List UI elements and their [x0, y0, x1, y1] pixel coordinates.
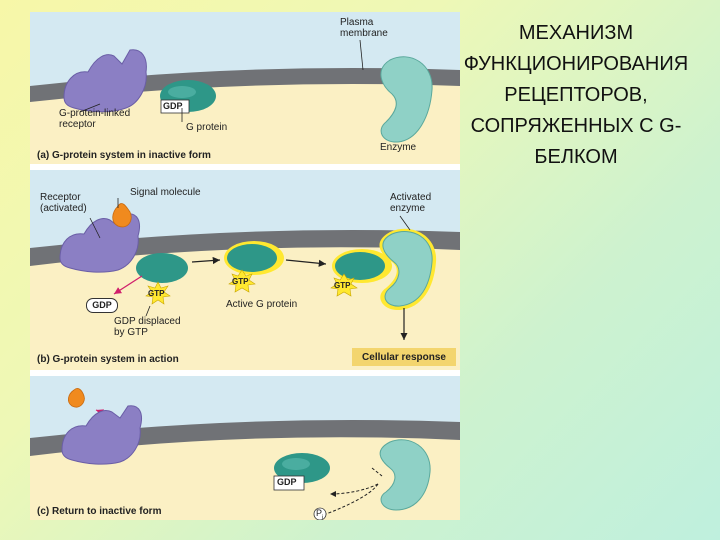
active-g-protein-label: Active G protein — [226, 299, 298, 310]
enzyme-shape — [380, 56, 433, 143]
cellular-response-box: Cellular response — [352, 348, 456, 366]
title-line: ФУНКЦИОНИРОВАНИЯ — [463, 53, 689, 75]
panel-b-art — [30, 170, 460, 370]
title-line: БЕЛКОМ — [534, 146, 618, 168]
signal-molecule-shape — [112, 203, 132, 228]
gtp-label-2: GTP — [232, 277, 249, 286]
gdp-released-label: GDP — [86, 298, 118, 313]
title-line: МЕХАНИЗМ — [518, 22, 634, 44]
gtp-label-1: GTP — [148, 289, 165, 298]
slide-title: МЕХАНИЗМ ФУНКЦИОНИРОВАНИЯ РЕЦЕПТОРОВ, СО… — [436, 18, 716, 173]
gdp-label: GDP — [163, 101, 183, 111]
panel-c-caption: (c) Return to inactive form — [37, 506, 162, 517]
title-line: РЕЦЕПТОРОВ, — [504, 84, 648, 106]
panel-a-caption: (a) G-protein system in inactive form — [37, 150, 211, 161]
panel-return: GDP Pi (c) Return to inactive form — [30, 376, 460, 520]
receptor-activated-label: Receptor(activated) — [40, 192, 87, 214]
phosphate-label: Pi — [316, 508, 324, 520]
panel-a-art — [30, 12, 460, 164]
gtp-label-3: GTP — [334, 281, 351, 290]
panel-b-caption: (b) G-protein system in action — [37, 354, 179, 365]
signal-molecule-label: Signal molecule — [130, 187, 201, 198]
panel-active: Receptor(activated) Signal molecule Acti… — [30, 170, 460, 370]
gdp-label-c: GDP — [277, 477, 297, 487]
g-protein-label: G protein — [186, 122, 228, 133]
enzyme-label: Enzyme — [380, 142, 417, 153]
title-line: СОПРЯЖЕННЫХ С G- — [470, 115, 682, 137]
receptor-shape — [63, 49, 147, 113]
panel-c-art — [30, 376, 460, 520]
